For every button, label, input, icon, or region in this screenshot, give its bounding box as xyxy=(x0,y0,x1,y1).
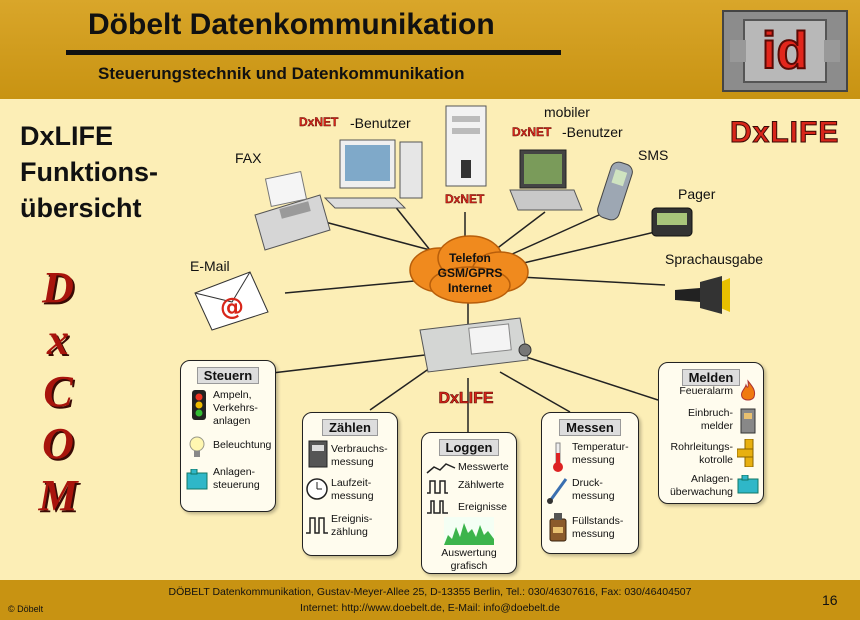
graph-icon xyxy=(444,517,494,545)
dxcom-letter: x xyxy=(47,315,69,364)
clock-icon xyxy=(306,478,328,500)
dxnet-badge-user: DxNET xyxy=(299,115,339,129)
intrusion-sensor-icon xyxy=(740,408,756,434)
label-sms: SMS xyxy=(638,147,669,163)
mobile-phone-icon xyxy=(597,161,633,221)
slide-title-line3: übersicht xyxy=(20,193,142,223)
zaehlen-item-runtime: Laufzeit- messung xyxy=(331,477,374,502)
pulse-icon xyxy=(306,517,328,534)
dxcom-letter: D xyxy=(42,263,74,312)
thermometer-icon xyxy=(553,442,563,472)
header-bar xyxy=(0,0,860,99)
loggen-item-measurements: Messwerte xyxy=(458,461,509,473)
server-tower-icon xyxy=(445,105,487,187)
box-zaehlen-title: Zählen xyxy=(322,419,378,436)
dxlife-logo: DxLIFE xyxy=(729,116,840,150)
melden-item-intrusion: Einbruch- melder xyxy=(688,407,733,432)
footer-address: DÖBELT Datenkommunikation, Gustav-Meyer-… xyxy=(168,586,692,598)
label-fax: FAX xyxy=(235,150,262,166)
box-messen-title: Messen xyxy=(559,419,621,436)
company-logo: id xyxy=(722,10,848,92)
melden-item-monitoring: Anlagen- überwachung xyxy=(669,473,733,498)
dxcom-letter: O xyxy=(42,419,74,468)
melden-item-fire: Feueralarm xyxy=(679,385,733,397)
dxcom-vertical: D x C O M xyxy=(28,262,88,522)
box-zaehlen: Zählen Verbrauchs- messung Laufzeit- mes… xyxy=(302,412,398,556)
count-pulse-icon xyxy=(427,480,448,494)
zaehlen-item-consumption: Verbrauchs- messung xyxy=(331,443,388,468)
svg-text:@: @ xyxy=(220,293,244,321)
dxcom-letter: C xyxy=(43,367,73,416)
messen-item-pressure: Druck- messung xyxy=(572,477,615,502)
loggen-item-events: Ereignisse xyxy=(458,501,508,513)
company-subtitle: Steuerungstechnik und Datenkommunikation xyxy=(98,64,465,83)
label-email: E-Mail xyxy=(190,258,230,274)
messen-item-temperature: Temperatur- messung xyxy=(572,441,629,466)
meter-icon xyxy=(308,440,328,468)
hub-line2: GSM/GPRS xyxy=(438,266,503,280)
slide-title: DxLIFE Funktions- übersicht xyxy=(20,118,158,226)
pipe-icon xyxy=(737,439,754,467)
melden-item-pipeline: Rohrleitungs- kotrolle xyxy=(670,441,733,466)
label-speech: Sprachausgabe xyxy=(665,251,764,267)
label-mobile-user: -Benutzer xyxy=(562,124,623,140)
box-messen: Messen Temperatur- messung Druck- messun… xyxy=(541,412,639,554)
footer-contact: Internet: http://www.doebelt.de, E-Mail:… xyxy=(300,602,560,614)
zaehlen-item-events: Ereignis- zählung xyxy=(331,513,373,538)
dxnet-badge-mobile: DxNET xyxy=(512,125,552,139)
dxnet-badge-server: DxNET xyxy=(445,192,485,206)
device-label: DxLIFE xyxy=(438,390,493,407)
plant-control-icon xyxy=(186,469,208,490)
label-mobile-top: mobiler xyxy=(544,104,590,120)
title-rule xyxy=(66,50,561,55)
connector-lines xyxy=(254,199,666,432)
network-cloud-icon xyxy=(409,235,529,304)
fire-icon xyxy=(741,379,756,401)
event-pulse-icon xyxy=(427,500,448,514)
box-melden-title: Melden xyxy=(681,369,741,386)
traffic-light-icon xyxy=(192,390,206,420)
footer-copyright: © Döbelt xyxy=(8,604,44,614)
loggen-item-counts: Zählwerte xyxy=(458,479,505,491)
box-melden: Melden Feueralarm Einbruch- melder Rohrl… xyxy=(658,362,764,504)
pager-icon xyxy=(651,207,693,237)
pressure-probe-icon xyxy=(547,478,568,504)
steuern-item-lighting: Beleuchtung xyxy=(213,439,272,451)
box-steuern-title: Steuern xyxy=(196,367,260,384)
company-title: Döbelt Datenkommunikation xyxy=(88,8,495,41)
slide-title-line2: Funktions- xyxy=(20,157,158,187)
laptop-icon xyxy=(509,149,583,211)
wave-icon xyxy=(426,463,456,474)
box-loggen-title: Loggen xyxy=(438,439,500,456)
page-number: 16 xyxy=(822,592,838,608)
slide-title-line1: DxLIFE xyxy=(20,121,114,151)
control-device-icon xyxy=(419,317,532,373)
fax-machine-icon xyxy=(254,170,331,251)
footer-bar xyxy=(0,580,860,620)
email-envelope-icon: @ xyxy=(194,271,269,331)
hub-line3: Internet xyxy=(448,281,492,295)
desktop-computer-icon xyxy=(323,139,423,209)
steuern-item-plant: Anlagen- steuerung xyxy=(213,466,260,491)
loggen-item-graphical: Auswertung grafisch xyxy=(441,547,497,572)
label-pager: Pager xyxy=(678,186,716,202)
label-dxnet-user: -Benutzer xyxy=(350,115,411,131)
steuern-item-traffic: Ampeln, Verkehrs- anlagen xyxy=(213,389,258,427)
megaphone-icon xyxy=(675,276,730,314)
hub-line1: Telefon xyxy=(449,251,491,265)
light-bulb-icon xyxy=(189,436,205,457)
logo-text: id xyxy=(762,22,808,80)
level-gauge-icon xyxy=(549,513,567,542)
dxcom-letter: M xyxy=(38,471,78,520)
box-steuern: Steuern Ampeln, Verkehrs- anlagen Beleuc… xyxy=(180,360,276,512)
box-loggen: Loggen Messwerte Zählwerte Ereignisse Au… xyxy=(421,432,517,574)
monitoring-device-icon xyxy=(737,475,759,494)
messen-item-level: Füllstands- messung xyxy=(572,515,624,540)
